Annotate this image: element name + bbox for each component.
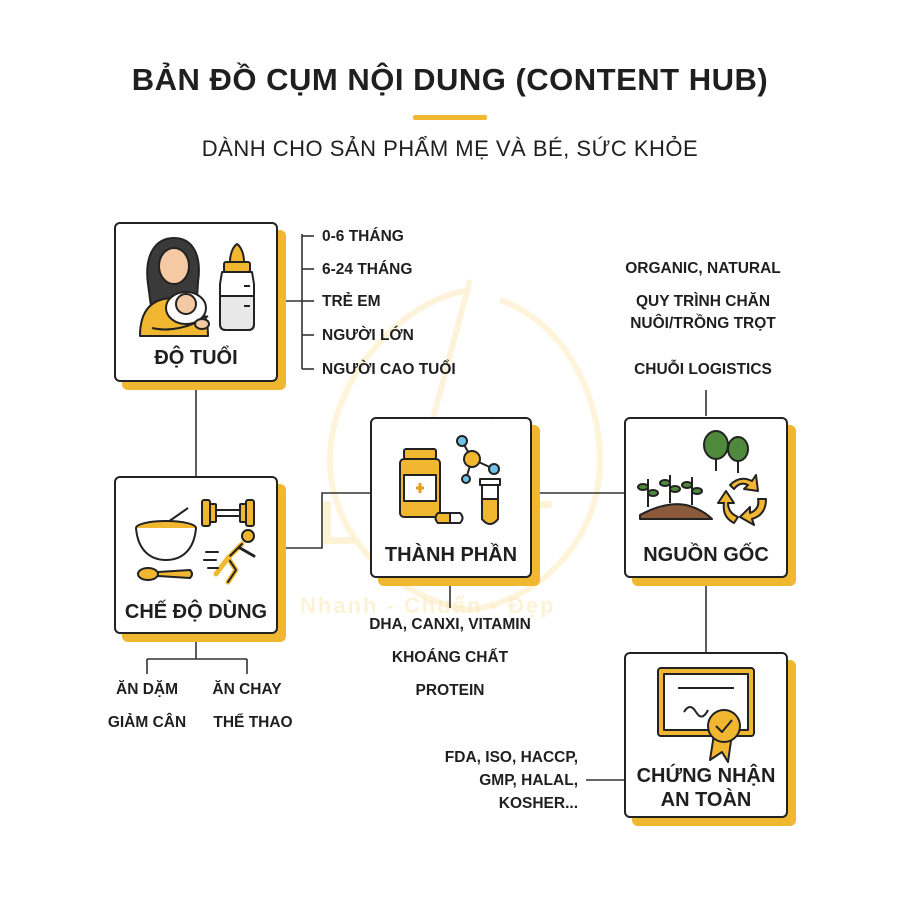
page-subtitle: DÀNH CHO SẢN PHẨM MẸ VÀ BÉ, SỨC KHỎE	[201, 136, 699, 161]
node-diet-label: CHẾ ĐỘ DÙNG	[124, 601, 268, 623]
ingredients-item-2: PROTEIN	[415, 682, 485, 699]
capsule-icon	[434, 512, 464, 524]
dumbbell-icon	[201, 499, 255, 527]
medicine-jar-icon	[399, 448, 441, 518]
node-age[interactable]: ĐỘ TUỔI	[114, 222, 278, 382]
diet-item-1: ĂN CHAY	[212, 681, 282, 698]
cert-item-1: GMP, HALAL,	[479, 772, 578, 789]
watermark-tagline: Nhanh - Chuẩn - Đẹp	[300, 593, 556, 618]
age-item-2: TRẺ EM	[322, 293, 381, 310]
node-certification-label-line2: AN TOÀN	[660, 789, 752, 811]
ingredients-item-1: KHOÁNG CHẤT	[391, 649, 509, 666]
bowl-icon	[135, 507, 197, 561]
age-item-1: 6-24 THÁNG	[322, 261, 413, 278]
origin-item-2: NUÔI/TRỒNG TRỌT	[630, 315, 776, 332]
node-age-label: ĐỘ TUỔI	[154, 347, 238, 369]
diet-item-2: GIẢM CÂN	[107, 714, 187, 731]
origin-item-1: QUY TRÌNH CHĂN	[635, 293, 771, 310]
node-ingredients-label: THÀNH PHẦN	[384, 544, 518, 566]
runner-icon	[203, 529, 256, 585]
cert-item-2: KOSHER...	[498, 795, 578, 812]
age-item-0: 0-6 THÁNG	[322, 228, 404, 245]
origin-item-3: CHUỖI LOGISTICS	[634, 361, 772, 378]
node-origin[interactable]: NGUỒN GỐC	[624, 417, 788, 578]
node-diet[interactable]: CHẾ ĐỘ DÙNG	[114, 476, 278, 634]
ingredients-item-0: DHA, CANXI, VITAMIN	[369, 616, 531, 633]
spoon-icon	[137, 567, 193, 581]
certificate-icon	[657, 667, 755, 763]
node-certification[interactable]: CHỨNG NHẬN AN TOÀN	[624, 652, 788, 818]
age-item-3: NGƯỜI LỚN	[322, 327, 414, 344]
cert-item-0: FDA, ISO, HACCP,	[444, 749, 578, 766]
recycle-icon	[717, 474, 767, 526]
origin-item-0: ORGANIC, NATURAL	[625, 260, 781, 277]
node-origin-label: NGUỒN GỐC	[643, 544, 769, 566]
tree-icon	[703, 430, 749, 473]
node-ingredients[interactable]: THÀNH PHẦN	[370, 417, 532, 578]
sprout-icon	[637, 475, 713, 520]
diet-item-0: ĂN DẶM	[116, 681, 178, 698]
test-tube-icon	[479, 478, 501, 525]
title-accent-bar	[413, 115, 487, 120]
mother-baby-icon	[139, 237, 210, 337]
page-title: BẢN ĐỒ CỤM NỘI DUNG (CONTENT HUB)	[131, 62, 769, 97]
age-item-4: NGƯỜI CAO TUỔI	[322, 361, 456, 378]
diet-item-3: THỂ THAO	[213, 714, 293, 731]
baby-bottle-icon	[219, 243, 255, 331]
molecule-icon	[456, 435, 500, 484]
node-certification-label-line1: CHỨNG NHẬN	[636, 765, 776, 787]
